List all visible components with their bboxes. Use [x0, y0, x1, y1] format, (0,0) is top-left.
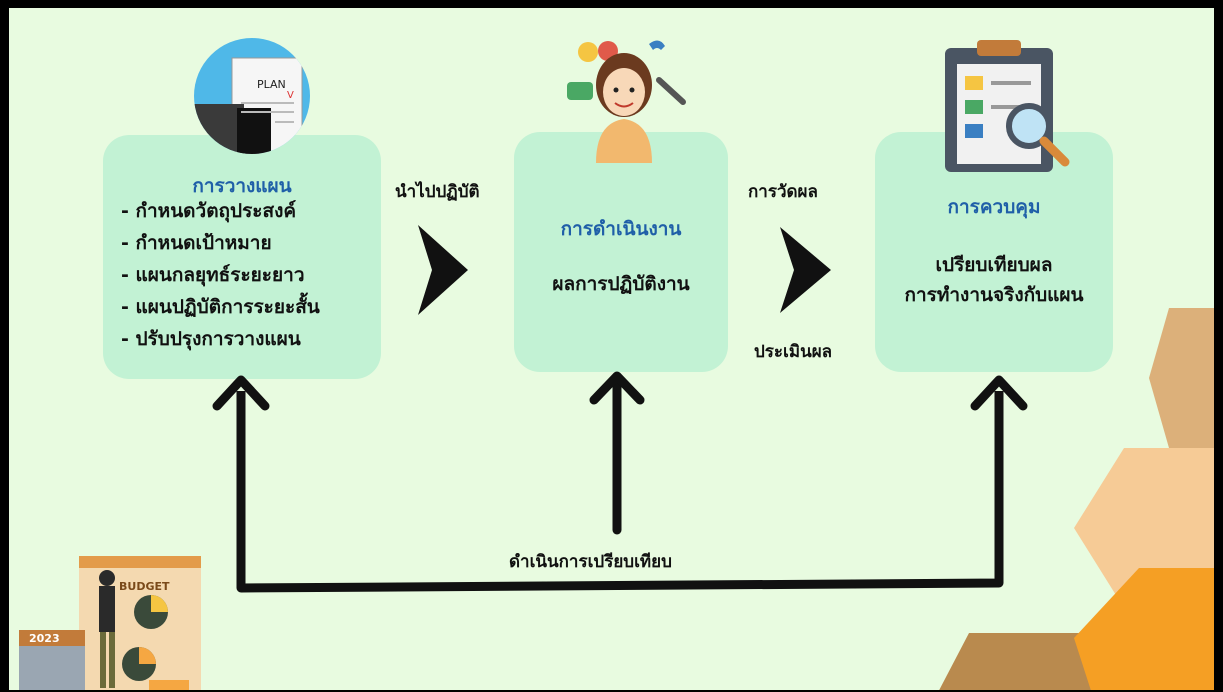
list-item: - กำหนดเป้าหมาย — [121, 232, 272, 254]
checkbox-icon — [965, 100, 983, 114]
chevron-right-icon — [780, 227, 831, 313]
hex-orange — [1074, 568, 1214, 690]
list-item: - แผนปฏิบัติการระยะสั้น — [121, 296, 320, 318]
control-text-line1: เปรียบเทียบผล — [935, 254, 1053, 276]
control-box: การควบคุม เปรียบเทียบผล การทำงานจริงกับแ… — [875, 132, 1113, 372]
smile-icon — [578, 42, 598, 62]
planning-box: การวางแผน - กำหนดวัตถุประสงค์ - กำหนดเป้… — [103, 135, 381, 379]
arrow-up-icon — [589, 371, 645, 405]
list-item: - แผนกลยุทธ์ระยะยาว — [121, 264, 305, 286]
planning-list: - กำหนดวัตถุประสงค์ - กำหนดเป้าหมาย - แผ… — [121, 195, 320, 355]
list-item: - กำหนดวัตถุประสงค์ — [121, 200, 297, 222]
planning-title: การวางแผน — [192, 175, 292, 197]
checkbox-icon — [965, 76, 983, 90]
control-title: การควบคุม — [947, 196, 1041, 218]
label-evaluate: ประเมินผล — [754, 342, 833, 362]
label-feedback: ดำเนินการเปรียบเทียบ — [509, 552, 672, 572]
plan-mark-text: V — [287, 90, 294, 101]
operation-title: การดำเนินงาน — [560, 218, 682, 240]
calendar-year-text: 2023 — [29, 632, 60, 645]
chat-bubble-icon — [567, 82, 593, 100]
label-to-operation: นำไปปฏิบัติ — [395, 182, 480, 202]
budget-illustration: BUDGET 2023 — [19, 556, 201, 690]
arrow-up-icon — [970, 375, 1028, 411]
chevron-right-icon — [418, 225, 468, 315]
hex-tan — [1149, 308, 1214, 448]
budget-label-text: BUDGET — [119, 580, 170, 593]
label-measure: การวัดผล — [748, 182, 818, 202]
list-item: - ปรับปรุงการวางแผน — [121, 328, 301, 350]
wrench-icon — [656, 77, 686, 105]
plan-sign-text: PLAN — [257, 78, 286, 91]
hexagon-decoration — [939, 308, 1214, 690]
checkbox-icon — [965, 124, 983, 138]
feedback-loop-line — [236, 391, 1004, 593]
clipboard-illustration — [945, 40, 1070, 172]
operation-box: การดำเนินงาน ผลการปฏิบัติงาน — [514, 132, 728, 372]
feedback-loop-arrows — [212, 371, 1028, 593]
operation-text: ผลการปฏิบัติงาน — [552, 273, 690, 295]
person-illustration — [567, 40, 686, 163]
arrow-up-icon — [212, 375, 270, 411]
phone-icon — [649, 40, 665, 50]
magnifier-icon — [1006, 103, 1052, 149]
control-text-line2: การทำงานจริงกับแผน — [904, 284, 1084, 306]
